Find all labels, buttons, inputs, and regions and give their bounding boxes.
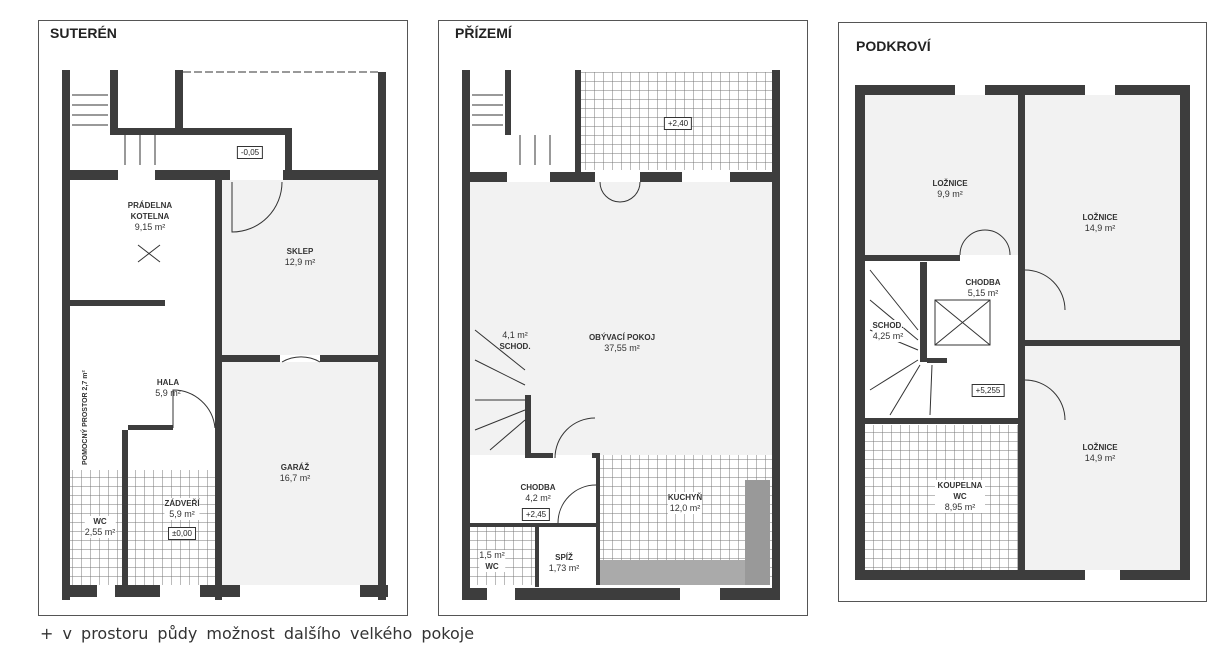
level-mark: +2,45 [521,508,551,521]
walls [62,70,1190,600]
floor-title-prizemi: PŘÍZEMÍ [455,25,512,41]
level-mark: -0,05 [236,146,264,159]
caption: + v prostoru půdy možnost dalšího velkéh… [40,624,475,643]
floor-title-suteren: SUTERÉN [50,25,117,41]
room-schodiste-podkrovi: SCHOD.4,25 m² [872,320,904,342]
floor-title-podkrovi: PODKROVÍ [856,38,931,54]
kitchen-counter [745,480,770,585]
level-mark: +5,255 [971,384,1005,397]
level-mark: +2,40 [663,117,693,130]
room-pomocny-prostor: POMOCNÝ PROSTOR 2,7 m² [82,370,89,465]
level-mark: ±0,00 [168,527,196,540]
